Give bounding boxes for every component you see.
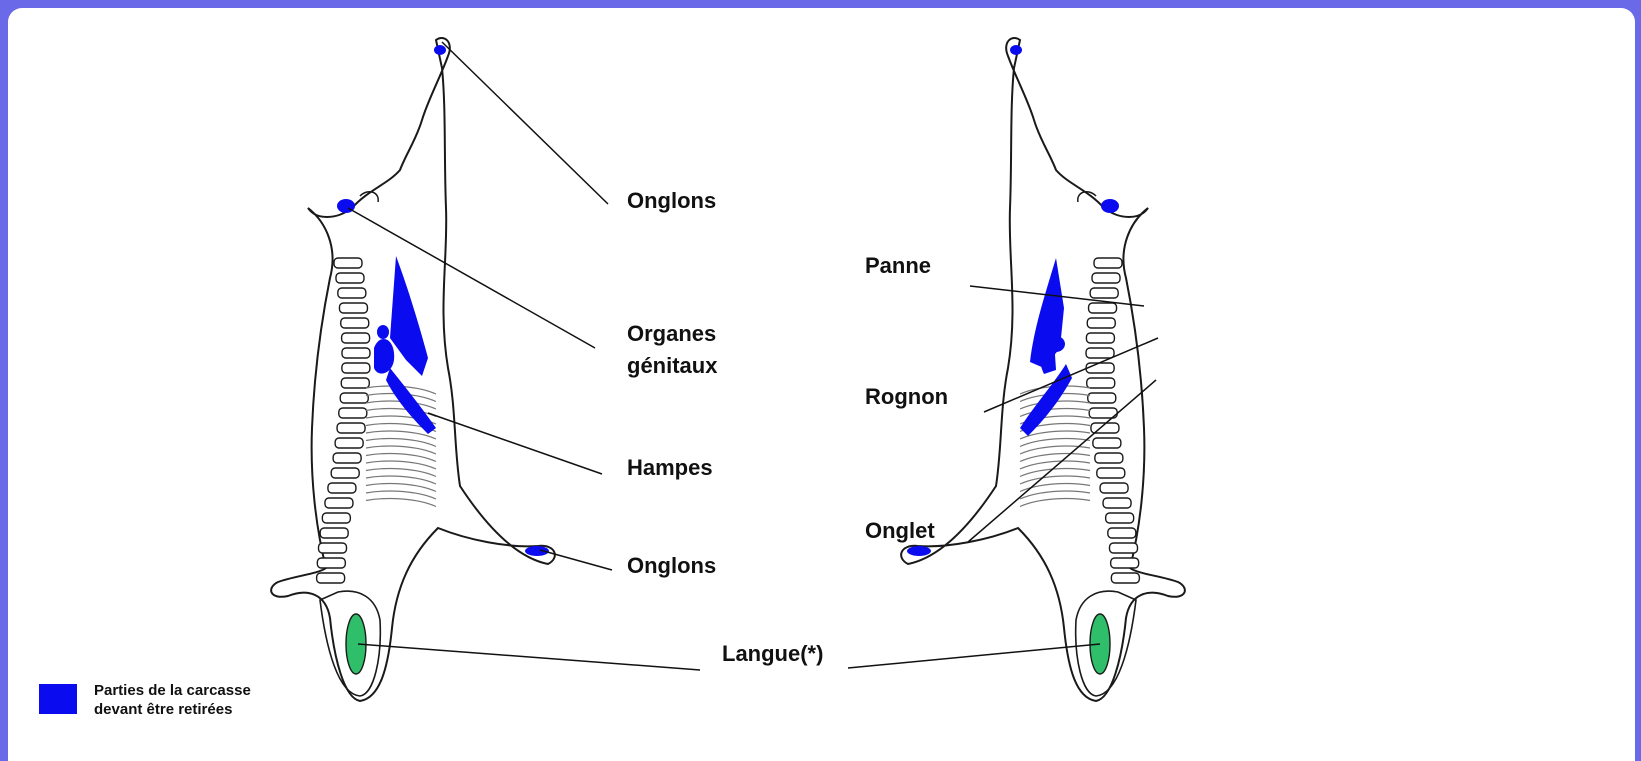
genital-organs-right	[1101, 199, 1119, 213]
onglons-fore-right	[907, 546, 931, 556]
vertebra	[1087, 378, 1115, 388]
vertebra	[338, 288, 366, 298]
carcass-left	[271, 38, 555, 701]
vertebra	[1088, 393, 1116, 403]
vertebra	[1089, 303, 1117, 313]
carcass-illustrations	[271, 38, 1185, 701]
vertebra	[317, 573, 345, 583]
vertebra	[319, 543, 347, 553]
vertebra	[1093, 438, 1121, 448]
vertebra	[341, 378, 369, 388]
vertebra	[337, 423, 365, 433]
vertebra	[333, 453, 361, 463]
label-organes-genitaux-line1: Organes	[627, 321, 716, 347]
carcass-right	[901, 38, 1185, 701]
vertebra	[342, 333, 370, 343]
vertebra	[325, 498, 353, 508]
label-rognon: Rognon	[865, 384, 948, 410]
label-langue: Langue(*)	[722, 641, 823, 667]
vertebra	[336, 273, 364, 283]
vertebra	[1106, 513, 1134, 523]
vertebra	[1100, 483, 1128, 493]
vertebra	[340, 393, 368, 403]
label-panne: Panne	[865, 253, 931, 279]
leader-langue-right	[848, 644, 1100, 668]
carcass-outline-left	[271, 38, 555, 701]
vertebra	[1095, 453, 1123, 463]
label-organes-genitaux-line2: génitaux	[627, 353, 717, 379]
vertebra	[322, 513, 350, 523]
vertebra	[1111, 573, 1139, 583]
leader-langue-left	[358, 644, 700, 670]
legend-swatch	[39, 684, 77, 714]
vertebra	[1097, 468, 1125, 478]
label-onglons-top: Onglons	[627, 188, 716, 214]
vertebra	[1111, 558, 1139, 568]
vertebra	[1087, 318, 1115, 328]
vertebra	[339, 303, 367, 313]
vertebra	[334, 258, 362, 268]
onglons-hind-right	[1010, 45, 1022, 55]
label-onglons-bottom: Onglons	[627, 553, 716, 579]
vertebra	[1109, 543, 1137, 553]
vertebra	[317, 558, 345, 568]
onglons-hind-left	[434, 45, 446, 55]
vertebra	[341, 318, 369, 328]
vertebra	[335, 438, 363, 448]
vertebra	[1092, 273, 1120, 283]
vertebra	[1086, 348, 1114, 358]
vertebra	[1094, 258, 1122, 268]
legend-line2: devant être retirées	[94, 700, 251, 719]
vertebra	[1090, 288, 1118, 298]
legend-line1: Parties de la carcasse	[94, 681, 251, 700]
diagram-frame: Onglons Organes génitaux Hampes Onglons …	[8, 8, 1635, 761]
hampes-dot-left	[377, 325, 389, 339]
vertebra	[342, 363, 370, 373]
leader-onglons-top	[442, 42, 608, 204]
vertebra	[331, 468, 359, 478]
vertebra	[328, 483, 356, 493]
vertebra	[320, 528, 348, 538]
vertebra	[342, 348, 370, 358]
vertebra	[1103, 498, 1131, 508]
vertebra	[1086, 363, 1114, 373]
label-onglet: Onglet	[865, 518, 935, 544]
vertebra	[1108, 528, 1136, 538]
label-hampes: Hampes	[627, 455, 713, 481]
vertebra	[339, 408, 367, 418]
legend: Parties de la carcasse devant être retir…	[94, 681, 251, 719]
vertebra	[1086, 333, 1114, 343]
